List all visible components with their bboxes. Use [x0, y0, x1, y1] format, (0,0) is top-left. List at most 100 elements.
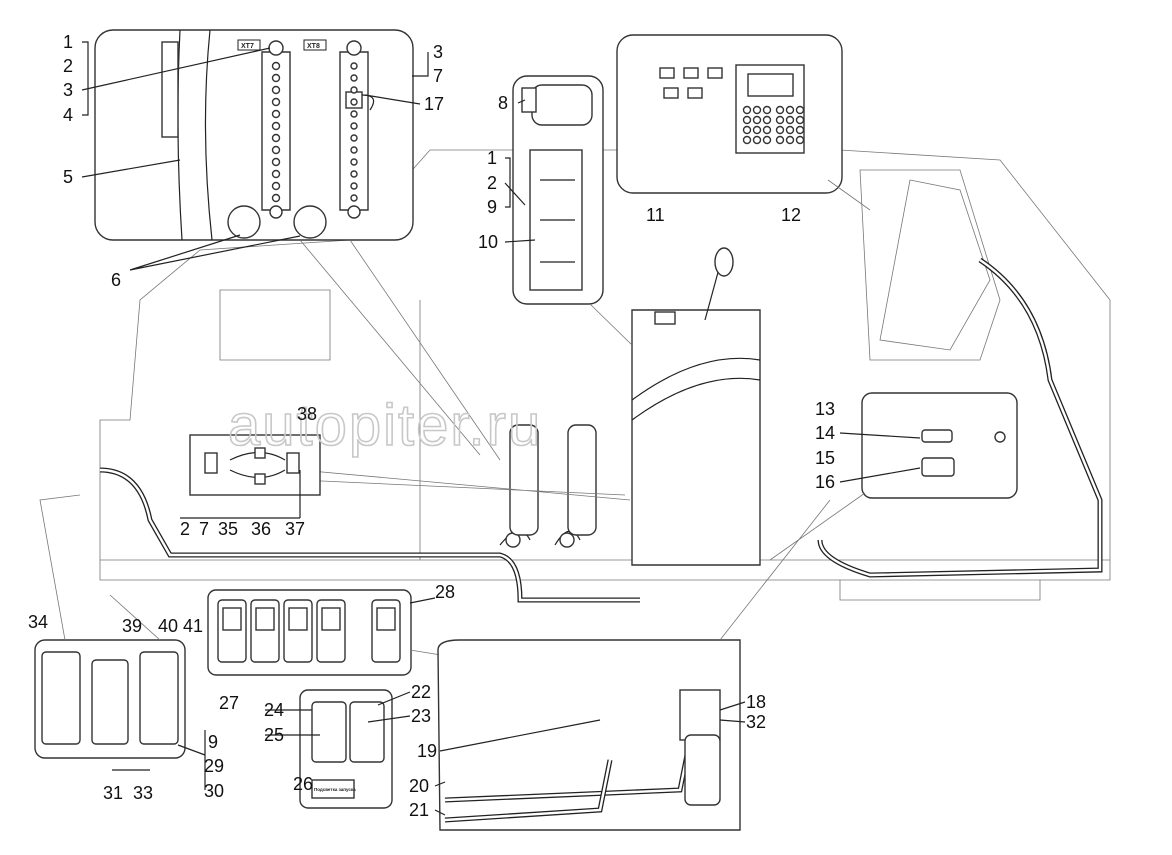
label: 26 — [293, 774, 313, 794]
keypad-key — [795, 135, 805, 145]
label: 10 — [478, 232, 498, 252]
connector-panel-38 — [189, 434, 321, 496]
keypad-key — [762, 125, 772, 135]
terminal-screw — [271, 85, 281, 95]
keypad-key — [775, 105, 785, 115]
label: 7 — [199, 519, 209, 539]
label: 9 — [208, 732, 218, 752]
leader-lines — [81, 41, 921, 816]
keypad-key — [752, 115, 762, 125]
terminal-screw — [350, 74, 358, 82]
label: 31 — [103, 783, 123, 803]
terminal-dots — [271, 61, 358, 203]
callout-diagnostic-connector — [769, 392, 1018, 561]
label: 38 — [297, 404, 317, 424]
label: 9 — [487, 197, 497, 217]
plate-xt7: XT7 — [241, 43, 254, 50]
label: 3 — [433, 42, 443, 62]
label: 34 — [28, 612, 48, 632]
keypad-key — [785, 135, 795, 145]
terminal-screw — [350, 62, 358, 70]
label: 17 — [424, 94, 444, 114]
keypad-key — [762, 115, 772, 125]
terminal-screw — [271, 169, 281, 179]
terminal-screw — [271, 157, 281, 167]
label: 28 — [435, 582, 455, 602]
label: 41 — [183, 616, 203, 636]
terminal-screw — [271, 97, 281, 107]
keypad-key — [775, 115, 785, 125]
terminal-screw — [271, 61, 281, 71]
label: 32 — [746, 712, 766, 732]
label: 2 — [63, 56, 73, 76]
keypad-key — [762, 135, 772, 145]
callout-terminal-box: XT7 XT8 — [94, 29, 501, 461]
rocker-switch-face — [222, 607, 242, 631]
keypad-key — [752, 125, 762, 135]
label: 11 — [646, 205, 665, 225]
terminal-screw — [350, 122, 358, 130]
label: 18 — [746, 692, 766, 712]
label: 30 — [204, 781, 224, 801]
terminal-blocks — [299, 424, 631, 536]
rocker-switch-face — [255, 607, 275, 631]
keypad-key — [785, 105, 795, 115]
label: 40 — [158, 616, 178, 636]
label: 2 — [180, 519, 190, 539]
keypad-key — [762, 105, 772, 115]
label: 35 — [218, 519, 238, 539]
plate-xt8: XT8 — [307, 43, 320, 50]
label: 36 — [251, 519, 271, 539]
keypad-key — [742, 135, 752, 145]
control-console — [631, 247, 761, 566]
terminal-screw — [271, 145, 281, 155]
label: 6 — [111, 270, 121, 290]
keypad-key — [752, 105, 762, 115]
keypad-key — [795, 125, 805, 135]
label: 16 — [815, 472, 835, 492]
keypad-key — [795, 105, 805, 115]
label: 14 — [815, 423, 835, 443]
terminal-screw — [350, 86, 358, 94]
label: 7 — [433, 66, 443, 86]
label: 22 — [411, 682, 431, 702]
label: 4 — [63, 105, 73, 125]
callout-labels: 1 2 3 4 5 6 3 7 17 8 1 2 9 10 11 12 13 1… — [28, 32, 835, 820]
label: 27 — [219, 693, 239, 713]
terminal-screw — [350, 182, 358, 190]
keypad-key — [775, 135, 785, 145]
label: 15 — [815, 448, 835, 468]
label: 19 — [417, 741, 437, 761]
rocker-switch-face — [376, 607, 396, 631]
label: 12 — [781, 205, 801, 225]
label: 39 — [122, 616, 142, 636]
label: 1 — [487, 148, 497, 168]
callout-control-panel — [616, 34, 871, 211]
start-light-caption: Подсветка запуска — [314, 787, 356, 792]
terminal-screw — [350, 158, 358, 166]
label: 20 — [409, 776, 429, 796]
rocker-switch-face — [288, 607, 308, 631]
terminal-screw — [271, 121, 281, 131]
terminal-screw — [271, 193, 281, 203]
terminal-screw — [350, 194, 358, 202]
terminal-screw — [271, 133, 281, 143]
keypad-key — [752, 135, 762, 145]
terminal-screw — [350, 110, 358, 118]
watermark: autopiter.ru — [228, 393, 542, 458]
label: 29 — [204, 756, 224, 776]
terminal-screw — [350, 170, 358, 178]
keypad-key — [775, 125, 785, 135]
rocker-switch-face — [321, 607, 341, 631]
label: 1 — [63, 32, 73, 52]
label: 24 — [264, 700, 284, 720]
keypad-key — [742, 125, 752, 135]
callout-start-panel: Подсветка запуска — [299, 689, 393, 809]
terminal-screw — [271, 109, 281, 119]
terminal-screw — [350, 134, 358, 142]
callout-connector-housing — [34, 494, 186, 759]
label: 8 — [498, 93, 508, 113]
terminal-screw — [271, 73, 281, 83]
